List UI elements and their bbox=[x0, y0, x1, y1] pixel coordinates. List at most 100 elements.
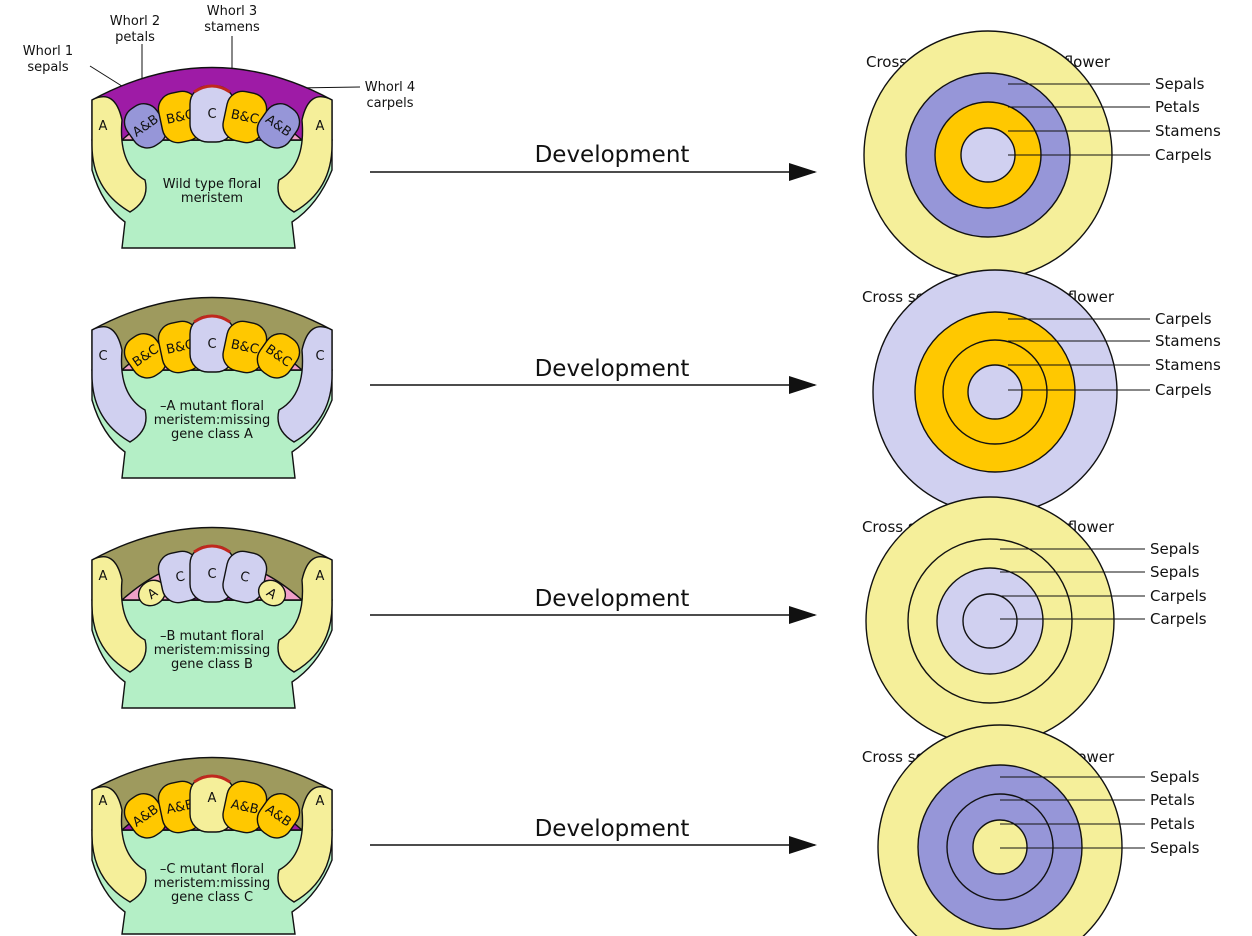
ring-1-label: Sepals bbox=[1155, 75, 1205, 93]
floral-meristem: A A A&B B&C C B&C bbox=[91, 66, 333, 249]
right-lobe-letter: A bbox=[316, 119, 325, 134]
right-sepal-lobe bbox=[277, 786, 333, 903]
development-arrow: Development bbox=[370, 356, 817, 394]
development-arrow: Development bbox=[370, 586, 817, 624]
meristem-label-line2: meristem bbox=[181, 191, 243, 206]
arrow-label: Development bbox=[535, 586, 690, 612]
right-sepal-lobe bbox=[277, 556, 333, 673]
ring-3-label: Stamens bbox=[1155, 122, 1221, 140]
meristem-label-line2: meristem:missing bbox=[154, 413, 270, 428]
whorl1-label: Whorl 1 bbox=[23, 44, 73, 59]
right-lobe-letter: C bbox=[315, 349, 324, 364]
cell-3-cap bbox=[193, 84, 231, 94]
meristem-label-line1: –B mutant floral bbox=[160, 629, 264, 644]
ring-4-label: Carpels bbox=[1155, 381, 1212, 399]
cell-4-label: C bbox=[239, 569, 251, 586]
ring-1-label: Sepals bbox=[1150, 540, 1200, 558]
arrow-label: Development bbox=[535, 816, 690, 842]
floral-meristem: C C B&C B&C C B&C bbox=[91, 296, 333, 479]
meristem-body bbox=[91, 369, 333, 479]
meristem-body bbox=[91, 599, 333, 709]
ring-4 bbox=[960, 127, 1016, 183]
cell-1: A&B bbox=[123, 103, 168, 149]
cell-3-label: C bbox=[207, 567, 216, 582]
meristem-body bbox=[91, 139, 333, 249]
arrow-label: Development bbox=[535, 142, 690, 168]
whorl2-sublabel: petals bbox=[115, 30, 155, 45]
ring-3-label: Petals bbox=[1150, 815, 1195, 833]
ring-2-label: Sepals bbox=[1150, 563, 1200, 581]
left-lobe-letter: A bbox=[99, 794, 108, 809]
right-sepal-lobe bbox=[277, 96, 333, 213]
cell-5: A&B bbox=[256, 103, 301, 149]
cell-1: A&B bbox=[123, 793, 168, 839]
cross-section: Cross section of –A mutant flower Sepals… bbox=[862, 496, 1207, 746]
ring-4 bbox=[972, 819, 1028, 875]
cell-3-label: C bbox=[207, 337, 216, 352]
floral-meristem: A A A C C C bbox=[91, 526, 333, 709]
arrow-label: Development bbox=[535, 356, 690, 382]
ring-4-label: Sepals bbox=[1150, 839, 1200, 857]
meristem-body bbox=[91, 829, 333, 935]
cell-4-label: A&B bbox=[229, 797, 259, 817]
cell-2-label: C bbox=[174, 569, 186, 586]
whorl1-leader bbox=[89, 65, 126, 89]
cell-2-label: A&B bbox=[165, 797, 195, 817]
panel-wild-type: A A A&B B&C C B&C bbox=[91, 30, 1221, 280]
cell-5: A bbox=[257, 579, 287, 607]
meristem-label-line2: meristem:missing bbox=[154, 643, 270, 658]
cell-3-label: C bbox=[207, 107, 216, 122]
left-lobe-letter: C bbox=[98, 349, 107, 364]
meristem-label-line3: gene class B bbox=[171, 657, 253, 672]
whorl4-sublabel: carpels bbox=[366, 96, 413, 111]
meristem-label-line1: –A mutant floral bbox=[160, 399, 264, 414]
panel-a-mutant: C C B&C B&C C B&C bbox=[91, 269, 1221, 515]
ring-4 bbox=[967, 364, 1023, 420]
cross-section: Cross section of –A mutant flower Carpel… bbox=[862, 269, 1221, 515]
right-sepal-lobe bbox=[277, 326, 333, 443]
development-arrow: Development bbox=[370, 142, 817, 181]
meristem-label-line3: gene class C bbox=[171, 890, 253, 905]
cell-3-label: A bbox=[208, 791, 217, 806]
cell-4: B&C bbox=[222, 320, 268, 374]
whorl3-sublabel: stamens bbox=[204, 20, 260, 35]
ring-3-label: Stamens bbox=[1155, 356, 1221, 374]
cell-2-label: B&C bbox=[165, 107, 196, 128]
cell-5: B&C bbox=[256, 333, 301, 379]
left-sepal-lobe bbox=[91, 326, 147, 443]
ring-4-label: Carpels bbox=[1155, 146, 1212, 164]
ring-1-label: Carpels bbox=[1155, 310, 1212, 328]
cell-4-label: B&C bbox=[229, 107, 260, 128]
cell-3-cap bbox=[193, 544, 231, 554]
right-lobe-letter: A bbox=[316, 569, 325, 584]
right-lobe-letter: A bbox=[316, 794, 325, 809]
ring-2-label: Stamens bbox=[1155, 332, 1221, 350]
floral-meristem: A A A&B A&B A A&B bbox=[91, 756, 333, 935]
cell-5: A&B bbox=[256, 793, 301, 839]
whorl4-label: Whorl 4 bbox=[365, 80, 415, 95]
left-sepal-lobe bbox=[91, 556, 147, 673]
ring-2-label: Petals bbox=[1150, 791, 1195, 809]
meristem-label-line1: Wild type floral bbox=[163, 177, 261, 192]
whorl-labels: Whorl 1 sepals Whorl 2 petals Whorl 3 st… bbox=[23, 4, 415, 118]
ring-1-label: Sepals bbox=[1150, 768, 1200, 786]
development-arrow: Development bbox=[370, 816, 817, 854]
cross-section: Cross section of wild-type flower Sepals… bbox=[863, 30, 1221, 280]
left-lobe-letter: A bbox=[99, 119, 108, 134]
ring-4-label: Carpels bbox=[1150, 610, 1207, 628]
cell-1: B&C bbox=[123, 333, 168, 379]
meristem-label-line3: gene class A bbox=[171, 427, 253, 442]
panel-c-mutant: A A A&B A&B A A&B bbox=[91, 724, 1200, 936]
meristem-label-line2: meristem:missing bbox=[154, 876, 270, 891]
cell-3-cap bbox=[193, 314, 231, 324]
left-sepal-lobe bbox=[91, 786, 147, 903]
cross-section: Cross section of –C mutant flower Sepals… bbox=[862, 724, 1200, 936]
ring-4 bbox=[962, 593, 1018, 649]
ring-2-label: Petals bbox=[1155, 98, 1200, 116]
left-sepal-lobe bbox=[91, 96, 147, 213]
whorl2-label: Whorl 2 bbox=[110, 14, 160, 29]
cell-2-label: B&C bbox=[165, 337, 196, 358]
cell-4-label: B&C bbox=[229, 337, 260, 358]
ring-3-label: Carpels bbox=[1150, 587, 1207, 605]
